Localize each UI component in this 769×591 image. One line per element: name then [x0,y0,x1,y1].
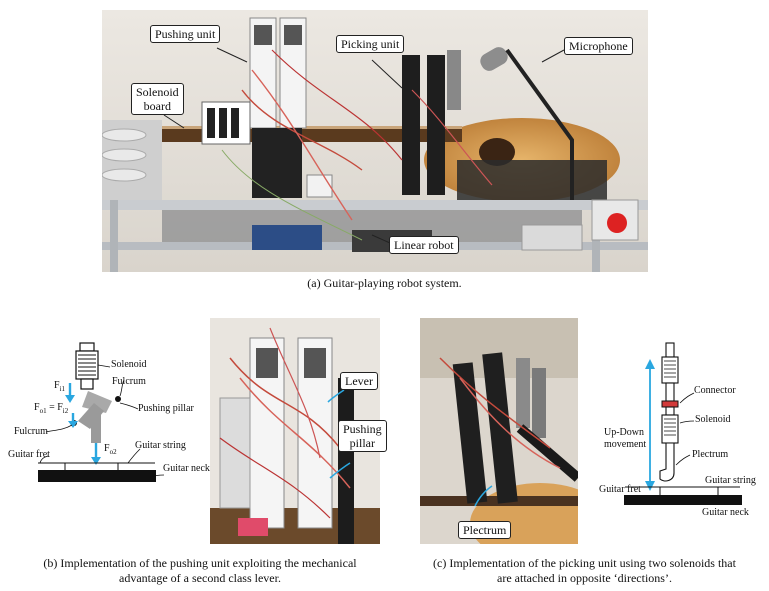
callout-pushing-pillar-line1: Pushing [343,422,382,436]
plectrum-shape [659,442,675,482]
callout-picking-unit: Picking unit [336,35,405,53]
callout-solenoid-board-line2: board [143,99,171,113]
pushing-pillar [91,409,101,443]
label-fo2-main: F [104,443,110,454]
label-fi1-sub: i1 [59,385,66,393]
fulcrum-top-pin [115,396,121,402]
label-up-down-line1: Up-Down [604,427,644,438]
picking-unit-photo [420,318,578,544]
robot-system-photo [102,10,648,272]
callout-pushing-pillar-line2: pillar [349,436,375,450]
label-fo1-main: F [34,402,40,413]
label-up-down-line2: movement [604,439,647,450]
callout-solenoid-board: Solenoid board [131,83,184,115]
label-solenoid-c: Solenoid [695,414,731,425]
caption-c-line1: (c) Implementation of the picking unit u… [433,556,736,570]
label-pushing-pillar-b: Pushing pillar [138,403,194,414]
label-up-down: Up-Down movement [604,427,646,451]
caption-c-line2: are attached in opposite ‘directions’. [497,571,672,585]
label-fulcrum-top: Fulcrum [112,376,146,387]
robot-system-illustration [102,10,648,272]
caption-a: (a) Guitar-playing robot system. [307,276,462,290]
pushing-unit-photo [210,318,380,544]
caption-b: (b) Implementation of the pushing unit e… [0,556,400,586]
callout-microphone: Microphone [564,37,633,55]
label-plectrum-c: Plectrum [692,449,729,460]
label-fo1-fi2: Fo1 = Fi2 [34,402,68,417]
label-guitar-fret-c: Guitar fret [599,484,641,495]
label-fo1-sub: o1 [39,407,47,415]
solenoid-top-cap [79,342,95,352]
guitar-neck-bar [38,470,156,482]
callout-solenoid-board-line1: Solenoid [136,85,179,99]
pushing-unit-illustration [210,318,380,544]
label-guitar-fret-b: Guitar fret [8,449,50,460]
label-guitar-string-b: Guitar string [135,440,186,451]
label-equals: = F [46,402,63,413]
guitar-neck-bar-c [624,495,742,505]
label-guitar-neck-c: Guitar neck [702,507,749,518]
callout-lever: Lever [340,372,378,390]
callout-linear-robot: Linear robot [389,236,459,254]
label-fi1-main: F [54,380,60,391]
label-solenoid-b: Solenoid [111,359,147,370]
label-fi2-sub: i2 [62,407,69,415]
picking-unit-illustration [420,318,578,544]
caption-b-line2: advantage of a second class lever. [119,571,281,585]
connector [661,400,679,408]
callout-pushing-unit: Pushing unit [150,25,221,43]
label-guitar-neck-b: Guitar neck [163,463,210,474]
label-fo2-sub: o2 [109,448,117,456]
callout-pushing-pillar: Pushing pillar [338,420,387,452]
caption-c: (c) Implementation of the picking unit u… [400,556,769,586]
lever-upper-arm [82,391,112,413]
callout-plectrum: Plectrum [458,521,512,539]
pushing-unit-lever-diagram [38,342,165,482]
picking-unit-diagram [624,342,742,505]
caption-b-line1: (b) Implementation of the pushing unit e… [43,556,357,570]
label-guitar-string-c: Guitar string [705,475,756,486]
label-connector: Connector [694,385,736,396]
label-fi1: Fi1 [54,380,65,395]
label-fulcrum-left: Fulcrum [14,426,48,437]
label-fo2: Fo2 [104,443,117,458]
solenoid-plunger [80,378,94,390]
